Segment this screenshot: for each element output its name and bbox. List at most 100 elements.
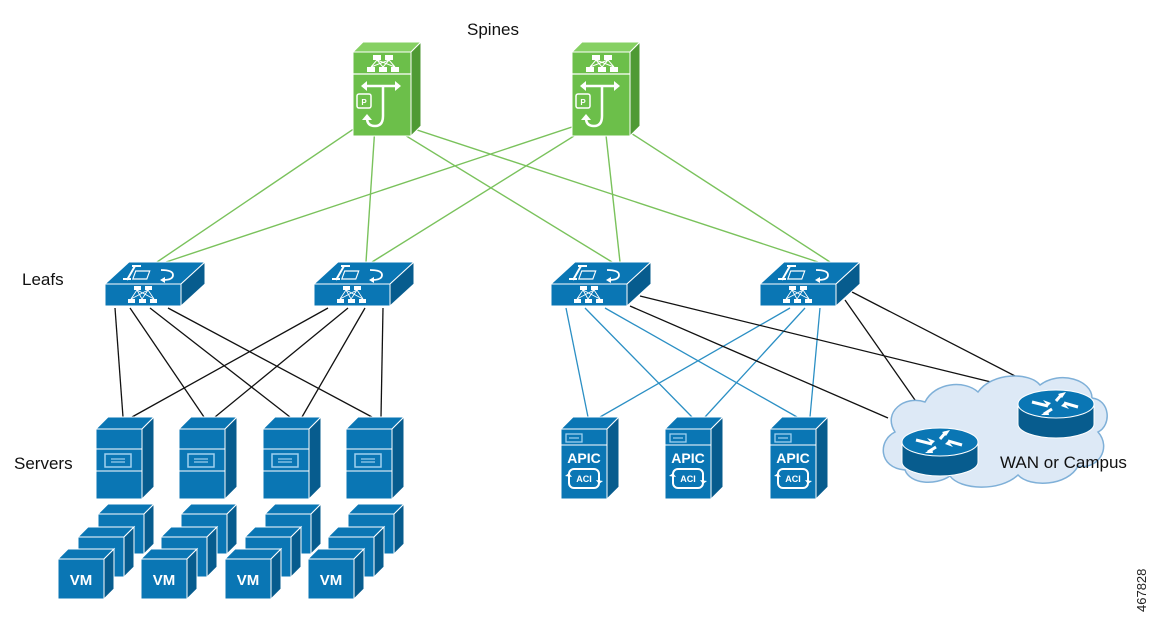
link-spine-2-leaf-2 [371,125,591,263]
topology-icon [783,286,812,303]
wan-router[interactable] [1017,389,1095,439]
loop-arrow-icon [160,269,174,281]
leaf-switch[interactable] [549,260,653,308]
server-front [178,428,226,500]
link-leaf-2-server-4 [380,307,384,418]
leaf-front-face [104,283,182,307]
wan-router[interactable] [901,427,979,477]
link-leaf-2-server-3 [301,307,366,418]
link-leaf-3-apic-1 [565,307,589,418]
arrow-icon [126,265,136,281]
leaf-switch[interactable] [103,260,207,308]
apic-controller-side [815,415,829,501]
p-badge-icon [131,270,151,280]
spine-side-face [410,40,422,138]
vm-instance[interactable]: VM [223,547,283,601]
arrow-icon [572,265,582,281]
drive-bay-icon [271,453,299,468]
link-leaf-4-apic-3 [809,307,821,418]
vm-instance[interactable]: VM [306,547,366,601]
spine-side-face [629,40,641,138]
server-side [224,415,238,501]
loop-arrow-icon [606,269,620,281]
vm-front [57,558,105,600]
link-leaf-3-apic-2 [584,307,693,418]
topology-icon [337,286,366,303]
links-layer [114,125,1049,431]
leaf-front-face [759,283,837,307]
router-top [1017,389,1095,419]
aci-cycle-icon [672,468,704,489]
devices-layer: PPVMVMVMVMVMVMVMVMVMVMVMVMAPICACIAPICACI… [56,40,1095,601]
server-front [262,428,310,500]
server-front [95,428,143,500]
apic-label: APIC [671,450,704,466]
server-front [345,428,393,500]
vm-instance[interactable]: VM [139,547,199,601]
p-badge-icon [786,270,806,280]
leaf-switch[interactable] [312,260,416,308]
server[interactable] [344,415,406,501]
link-leaf-4-apic-2 [704,307,806,418]
link-spine-2-leaf-4 [619,125,831,263]
drive-bay-icon [354,453,382,468]
leaf-switch[interactable] [758,260,862,308]
figure-id: 467828 [1134,569,1149,612]
apic-controller[interactable]: APIC ACI [559,415,621,501]
spines-label: Spines [467,20,519,39]
spine-switch[interactable]: P [570,40,642,138]
aci-badge: ACI [680,474,696,484]
leaf-front-face [313,283,391,307]
drive-bay-icon [104,453,132,468]
topology-icon [586,55,618,72]
vm-label: VM [70,572,93,589]
apic-controller-side [710,415,724,501]
apic-label: APIC [776,450,809,466]
vm-front [307,558,355,600]
server[interactable] [177,415,239,501]
aci-badge: ACI [576,474,592,484]
vm-front [224,558,272,600]
server-side [391,415,405,501]
spine-switch[interactable]: P [351,40,423,138]
server[interactable] [94,415,156,501]
leafs-label: Leafs [22,270,64,289]
vm-label: VM [153,572,176,589]
vm-front [140,558,188,600]
link-spine-1-leaf-3 [389,125,613,263]
router-top [901,427,979,457]
p-letter: P [361,98,367,107]
arrow-icon [781,265,791,281]
loop-arrow-icon [369,269,383,281]
link-leaf-2-server-2 [214,307,349,418]
forwarding-icon: P [575,81,620,128]
forwarding-icon: P [356,81,401,128]
aci-cycle-icon [568,468,600,489]
vm-label: VM [237,572,260,589]
link-leaf-1-server-2 [129,307,205,418]
p-icon [575,93,591,109]
p-badge-icon [577,270,597,280]
link-leaf-3-router-2 [639,295,1041,395]
link-spine-2-leaf-3 [604,125,621,263]
apic-controller[interactable]: APIC ACI [663,415,725,501]
loop-arrow-icon [815,269,829,281]
link-leaf-2-server-1 [131,307,329,418]
link-leaf-4-apic-1 [599,307,791,418]
spine-top-face [351,41,423,53]
server-side [308,415,322,501]
apic-label: APIC [567,450,600,466]
link-leaf-1-server-3 [149,307,291,418]
server-side [141,415,155,501]
server[interactable] [261,415,323,501]
arrow-icon [335,265,345,281]
vm-label: VM [320,572,343,589]
link-spine-1-leaf-1 [156,125,359,263]
aci-cycle-icon [777,468,809,489]
wan-label: WAN or Campus [1000,453,1127,472]
spine-top-face [570,41,642,53]
vm-instance[interactable]: VM [56,547,116,601]
topology-icon [574,286,603,303]
